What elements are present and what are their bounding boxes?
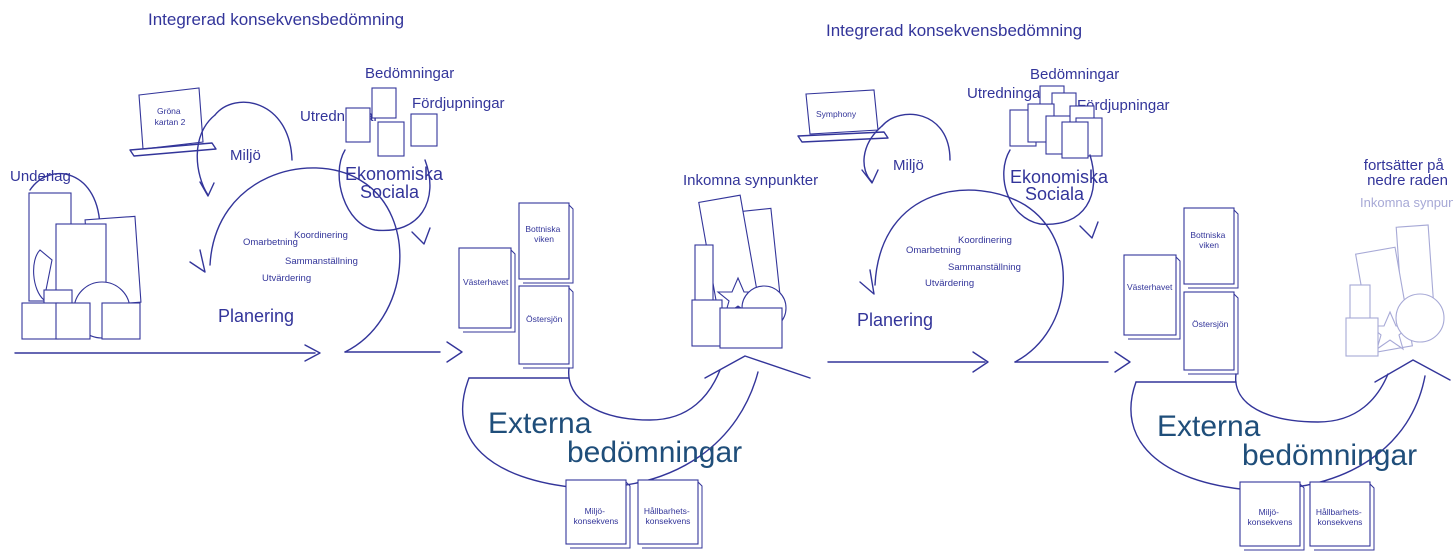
arrow-icon (199, 181, 215, 197)
right-bottniska-label: Bottniska viken (1190, 230, 1227, 250)
book-icon (1239, 481, 1305, 551)
left-panel: Integrerad konsekvensbedömning Gröna kar… (10, 10, 818, 549)
externa-arrowhead (704, 355, 811, 379)
right-planering-circle (874, 189, 1065, 363)
continues-label: fortsätter på nedre raden (1364, 157, 1448, 189)
right-externa-arrowhead (1374, 359, 1451, 383)
ekonomiska-loop-arc (338, 149, 431, 232)
right-ekonomiska-label: Ekonomiska (1010, 167, 1109, 187)
right-inkomna-label: Inkomna synpunkter (1360, 195, 1453, 210)
inkomna-shapes (691, 194, 787, 349)
arrow-icon (446, 341, 463, 363)
arrow-icon (1079, 221, 1099, 239)
right-utvardering-label: Utvärdering (925, 278, 974, 289)
laptop-icon (129, 87, 217, 157)
book-icon (1309, 481, 1375, 551)
right-laptop-screen-label: Symphony (816, 109, 857, 119)
hallbarhetskonsekvens-label: Hållbarhets- konsekvens (644, 506, 692, 526)
laptop-screen-label: Gröna kartan 2 (155, 106, 186, 127)
right-externa-label: Externa (1157, 410, 1261, 443)
arrow-icon (859, 269, 875, 295)
right-fordjupningar-label: Fördjupningar (1077, 97, 1170, 114)
vasterhavet-label: Västerhavet (463, 277, 509, 287)
bottniska-label: Bottniska viken (525, 224, 562, 244)
right-miljo-loop-arc (881, 113, 951, 161)
arrow-icon (304, 344, 321, 362)
externa-inner-arc (568, 367, 721, 421)
right-sociala-label: Sociala (1025, 184, 1085, 204)
cube-icon (101, 302, 141, 340)
circular-arrow-icon (29, 173, 101, 231)
planering-circle (209, 167, 401, 353)
cube-icon (55, 302, 91, 340)
right-title: Integrerad konsekvensbedömning (826, 21, 1082, 40)
right-bedomningar-label: Bedömningar (1030, 66, 1119, 83)
right-utredningar-label: Utredningar (967, 85, 1045, 102)
book-icon (565, 479, 631, 549)
bedomningar-label: Bedömningar (365, 65, 454, 82)
right-externa-bedomningar-label: bedömningar (1242, 439, 1417, 472)
right-miljo-label: Miljö (893, 157, 924, 174)
book-icon (637, 479, 703, 549)
ekonomiska-label: Ekonomiska (345, 164, 444, 184)
left-title: Integrerad konsekvensbedömning (148, 10, 404, 29)
arrow-icon (972, 351, 989, 373)
book-icon (1123, 254, 1181, 340)
right-sammanstallning-label: Sammanställning (948, 262, 1021, 273)
arrow-icon (411, 227, 431, 245)
right-miljokonsekvens-label: Miljö- konsekvens (1248, 507, 1293, 527)
sammanstallning-label: Sammanställning (285, 256, 358, 267)
right-planering-label: Planering (857, 310, 933, 330)
arrow-icon (1114, 351, 1131, 373)
miljo-label: Miljö (230, 147, 261, 164)
externa-label: Externa (488, 407, 592, 440)
arrow-icon (861, 169, 879, 184)
book-icon (458, 247, 516, 333)
underlag-shapes (21, 173, 142, 340)
right-inkomna-shapes-faded (1345, 224, 1445, 357)
book-icon (1183, 207, 1239, 289)
right-omarbetning-label: Omarbetning (906, 245, 961, 256)
fordjupningar-label: Fördjupningar (412, 95, 505, 112)
underlag-label: Underlag (10, 168, 71, 185)
right-ekonomiska-loop-arc (1003, 149, 1095, 225)
right-externa-inner-arc (1235, 373, 1389, 423)
right-miljo-loop-lower (863, 125, 883, 183)
miljo-loop-arc (214, 101, 293, 161)
inkomna-label: Inkomna synpunkter (683, 172, 818, 189)
right-koordinering-label: Koordinering (958, 235, 1012, 246)
cube-icon (21, 302, 59, 340)
arrow-icon (189, 249, 206, 273)
book-icon (1183, 291, 1239, 375)
sociala-label: Sociala (360, 182, 420, 202)
planering-label: Planering (218, 306, 294, 326)
right-panel: Integrerad konsekvensbedömning Symphony … (797, 21, 1453, 551)
document-stack-icon (345, 87, 438, 157)
koordinering-label: Koordinering (294, 230, 348, 241)
document-stack-icon (1009, 85, 1103, 159)
utvardering-label: Utvärdering (262, 273, 311, 284)
cube-icon (1345, 317, 1379, 357)
book-icon (518, 202, 574, 284)
right-hallbarhetskonsekvens-label: Hållbarhets- konsekvens (1316, 507, 1364, 527)
cube-icon (719, 307, 783, 349)
omarbetning-label: Omarbetning (243, 237, 298, 248)
ostersjon-label: Östersjön (526, 314, 563, 324)
externa-bedomningar-label: bedömningar (567, 436, 742, 469)
right-vasterhavet-label: Västerhavet (1127, 282, 1173, 292)
book-icon (518, 285, 574, 369)
miljokonsekvens-label: Miljö- konsekvens (574, 506, 619, 526)
right-ostersjon-label: Östersjön (1192, 319, 1229, 329)
cube-icon (691, 299, 723, 347)
